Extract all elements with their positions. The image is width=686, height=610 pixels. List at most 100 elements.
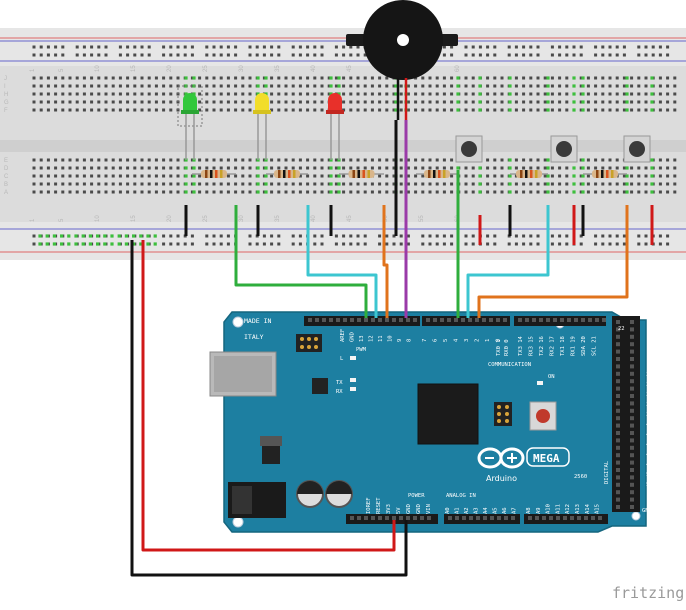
breadboard-hole — [111, 166, 115, 170]
breadboard-hole — [637, 76, 641, 80]
breadboard-hole — [579, 190, 583, 194]
header-pin — [489, 318, 493, 322]
rail-hole — [507, 53, 511, 57]
rail-hole — [622, 234, 626, 238]
breadboard-hole — [248, 174, 252, 178]
connected-hole — [650, 84, 654, 88]
rail-hole — [176, 45, 180, 49]
breadboard-hole — [277, 100, 281, 104]
header-pin — [588, 318, 592, 322]
wire-orange-button3 — [477, 205, 629, 318]
connected-hole — [572, 166, 576, 170]
breadboard-hole — [219, 108, 223, 112]
breadboard-hole — [615, 76, 619, 80]
header-pin — [413, 516, 417, 520]
rail-hole — [313, 242, 317, 246]
breadboard-hole — [464, 100, 468, 104]
breadboard-hole — [169, 158, 173, 162]
breadboard-hole — [90, 100, 94, 104]
rail-hole — [97, 45, 101, 49]
breadboard-hole — [637, 166, 641, 170]
breadboard-hole — [327, 92, 331, 96]
pin-label: A5 — [493, 507, 499, 514]
breadboard-hole — [500, 190, 504, 194]
voltage-regulator — [262, 446, 280, 464]
rail-hole — [212, 45, 216, 49]
breadboard-hole — [75, 158, 79, 162]
pin-label: GND — [406, 504, 412, 514]
connected-hole — [337, 182, 341, 186]
breadboard-hole — [666, 182, 670, 186]
rail-hole — [46, 53, 50, 57]
breadboard-hole — [198, 174, 202, 178]
rail-hole — [226, 242, 230, 246]
connected-hole — [81, 234, 85, 238]
breadboard-hole — [61, 92, 65, 96]
row-letter: J — [4, 76, 7, 82]
arduino-logo: Arduino — [477, 447, 525, 483]
header-pin — [469, 516, 473, 520]
breadboard-hole — [471, 166, 475, 170]
breadboard-hole — [464, 182, 468, 186]
breadboard-hole — [637, 84, 641, 88]
connected-hole — [146, 234, 150, 238]
header-pin — [532, 318, 536, 322]
rail-hole — [176, 234, 180, 238]
rail-hole — [464, 53, 468, 57]
rail-hole — [493, 45, 497, 49]
pin-label: GND — [416, 504, 422, 514]
connected-hole — [625, 174, 629, 178]
breadboard-hole — [558, 92, 562, 96]
pin-label: A12 — [565, 504, 571, 514]
breadboard-hole — [464, 108, 468, 112]
breadboard-hole — [248, 158, 252, 162]
breadboard-hole — [277, 108, 281, 112]
breadboard-hole — [147, 166, 151, 170]
breadboard-hole — [435, 100, 439, 104]
mounting-hole — [232, 516, 244, 528]
rail-hole — [313, 234, 317, 238]
breadboard-hole — [277, 76, 281, 80]
breadboard-hole — [658, 190, 662, 194]
rail-hole — [277, 53, 281, 57]
breadboard-hole — [270, 190, 274, 194]
breadboard-hole — [378, 190, 382, 194]
header-pin — [581, 318, 585, 322]
connected-hole — [329, 190, 333, 194]
breadboard-hole — [450, 182, 454, 186]
breadboard-hole — [622, 84, 626, 88]
breadboard-hole — [421, 158, 425, 162]
rail-hole — [46, 45, 50, 49]
breadboard-hole — [320, 108, 324, 112]
breadboard-hole — [673, 76, 677, 80]
connected-hole — [546, 108, 550, 112]
pin-label: 53 — [646, 482, 653, 488]
breadboard-hole — [154, 190, 158, 194]
resistor — [339, 170, 384, 178]
breadboard-hole — [75, 92, 79, 96]
breadboard-hole — [342, 182, 346, 186]
breadboard-hole — [486, 182, 490, 186]
breadboard-hole — [234, 190, 238, 194]
connected-hole — [329, 166, 333, 170]
connected-hole — [117, 234, 121, 238]
breadboard-hole — [313, 158, 317, 162]
breadboard-hole — [666, 174, 670, 178]
breadboard-hole — [154, 108, 158, 112]
breadboard-hole — [82, 84, 86, 88]
breadboard-hole — [615, 166, 619, 170]
rail-hole — [471, 53, 475, 57]
connected-hole — [508, 100, 512, 104]
column-number: 10 — [95, 65, 101, 72]
breadboard-hole — [514, 92, 518, 96]
breadboard-hole — [90, 92, 94, 96]
breadboard-hole — [97, 100, 101, 104]
header-pin — [630, 460, 634, 465]
column-number: 55 — [419, 215, 425, 222]
pwm-label: PWM — [356, 347, 367, 353]
breadboard-hole — [601, 108, 605, 112]
breadboard-hole — [205, 158, 209, 162]
breadboard-hole — [133, 158, 137, 162]
breadboard-hole — [68, 158, 72, 162]
rail-hole — [298, 234, 302, 238]
